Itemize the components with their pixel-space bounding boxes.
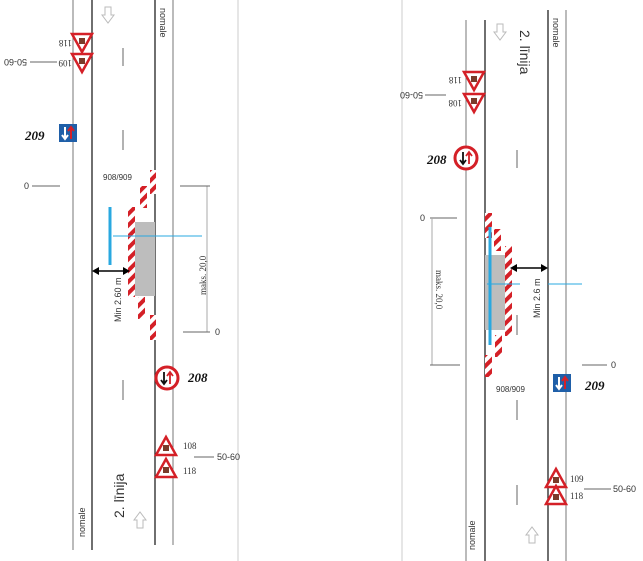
zero-mark: 0: [611, 360, 616, 370]
distance-label: 50-60: [613, 484, 636, 494]
max-length-label: maks. 20,0: [198, 255, 208, 295]
distance-label: 50-60: [4, 57, 27, 67]
shoulder-label: nomale: [77, 507, 87, 537]
distance-label: 50-60: [400, 90, 423, 100]
min-width-label: Min 2.6 m: [532, 278, 542, 318]
sign-number: 209: [24, 128, 45, 143]
shoulder-label: nomale: [467, 520, 477, 550]
sign-number: 208: [426, 152, 447, 167]
zero-mark: 0: [24, 181, 29, 191]
warning-sign-109-icon: [70, 52, 94, 74]
priority-sign-209-icon: [58, 123, 78, 143]
zero-mark: 0: [215, 327, 220, 337]
sign-number: 118: [570, 491, 584, 501]
warning-sign-108-icon: [462, 92, 486, 114]
sign-number: 108: [183, 441, 197, 451]
sign-number: 118: [448, 75, 462, 85]
sign-number: 208: [187, 370, 208, 385]
direction-arrow-icon: [133, 511, 147, 529]
distance-label: 50-60: [217, 452, 240, 462]
min-width-label: Min 2.60 m: [113, 277, 123, 322]
sign-number: 118: [58, 38, 72, 48]
warning-sign-118-icon: [70, 32, 94, 54]
line-label: 2. līnija: [517, 30, 533, 75]
right-scheme: nomale nomale 2. līnija 118 108 50-60 20…: [400, 0, 636, 561]
no-overtaking-sign-208-icon: [154, 365, 180, 391]
sign-number: 118: [183, 466, 197, 476]
line-label: 2. līnija: [111, 473, 127, 518]
marking-label: 908/909: [103, 173, 132, 182]
left-scheme: nomale nomale 118 109 50-60 209 0 908/90…: [4, 0, 240, 561]
work-zone: [485, 255, 505, 330]
max-length-label: maks. 20,0: [434, 270, 444, 310]
shoulder-label: nomale: [158, 8, 168, 38]
shoulder-label: nomale: [551, 18, 561, 48]
direction-arrow-icon: [525, 526, 539, 544]
direction-arrow-icon: [101, 6, 115, 24]
sign-number: 108: [448, 98, 462, 108]
hatched-barrier: [485, 213, 512, 377]
warning-sign-118-icon: [544, 484, 568, 506]
work-zone: [135, 222, 155, 296]
sign-number: 109: [58, 58, 72, 68]
no-overtaking-sign-208-icon: [453, 145, 479, 171]
hatched-barrier: [128, 170, 156, 340]
zero-mark: 0: [420, 213, 425, 223]
warning-sign-118-icon: [462, 70, 486, 92]
sign-number: 209: [584, 378, 605, 393]
marking-label: 908/909: [496, 385, 525, 394]
label-background: [530, 278, 546, 318]
direction-arrow-icon: [493, 23, 507, 41]
priority-sign-209-icon: [552, 373, 572, 393]
sign-number: 109: [570, 474, 584, 484]
width-arrow: [92, 267, 130, 275]
width-arrow: [510, 264, 548, 272]
